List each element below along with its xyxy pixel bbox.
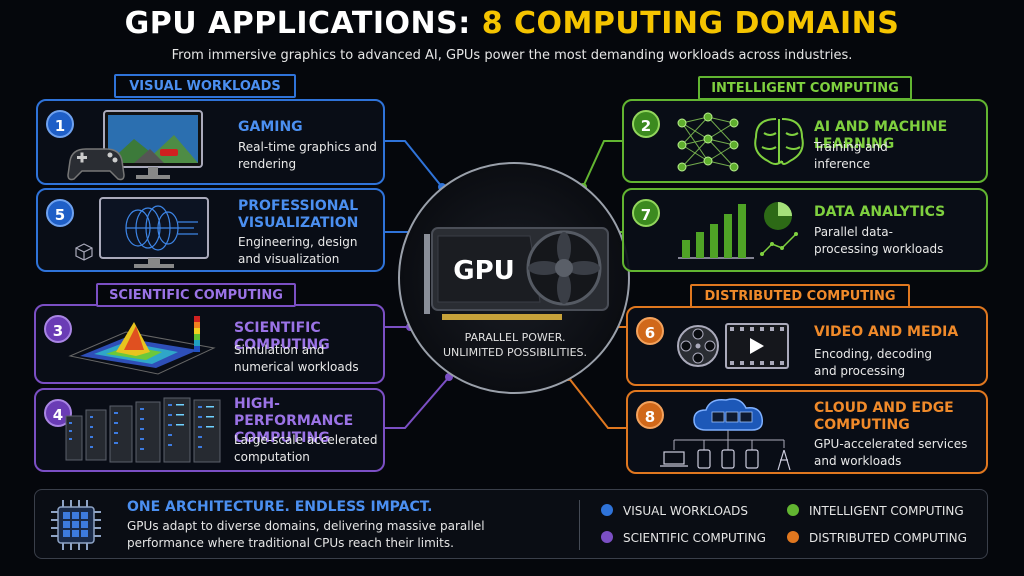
card-number: 8 <box>636 401 664 429</box>
card-number: 3 <box>44 315 72 343</box>
legend-label: VISUAL WORKLOADS <box>623 504 748 518</box>
summary-bar: ONE ARCHITECTURE. ENDLESS IMPACT. GPUs a… <box>34 489 988 559</box>
card-number: 7 <box>632 199 660 227</box>
legend-label: INTELLIGENT COMPUTING <box>809 504 964 518</box>
title-main: GPU APPLICATIONS: <box>124 6 482 41</box>
film-reel-icon <box>677 323 789 369</box>
simulation-plot-icon <box>68 316 216 375</box>
legend-label: DISTRIBUTED COMPUTING <box>809 531 967 545</box>
neural-network-icon <box>677 112 804 172</box>
card-number: 1 <box>46 110 74 138</box>
card-description: Simulation and numerical workloads <box>234 343 359 374</box>
card-description: GPU-accelerated services and workloads <box>814 437 968 468</box>
summary-divider <box>579 500 580 550</box>
card-scientific-computing: 3 SCIENTIFIC COMPUTING Simulation and nu… <box>34 304 385 384</box>
card-cloud-and-edge-computing: 8 CLOUD AND EDGE COMPUTING GPU-accelerat… <box>626 390 988 474</box>
legend-label: SCIENTIFIC COMPUTING <box>623 531 766 545</box>
card-description: Training and inference <box>814 140 888 171</box>
card-description: Real-time graphics and rendering <box>238 140 377 171</box>
card-gaming: 1 GAMING Real-time graphics and renderin… <box>36 99 385 185</box>
page-title: GPU APPLICATIONS: 8 COMPUTING DOMAINS <box>0 6 1024 41</box>
card-title: HIGH-PERFORMANCE COMPUTING <box>234 396 354 446</box>
section-scientific-computing: SCIENTIFIC COMPUTING <box>96 283 296 307</box>
legend-item-scientific: SCIENTIFIC COMPUTING <box>601 530 766 546</box>
gpu-label: GPU <box>453 256 515 286</box>
card-description: Parallel data-processing workloads <box>814 225 944 256</box>
card-description: Encoding, decoding and processing <box>814 347 933 378</box>
card-high-performance-computing: 4 HIGH-PERFORMANCE COMPUTING Large-scale… <box>34 388 385 472</box>
cloud-network-icon <box>660 398 791 471</box>
legend-dot <box>787 504 799 516</box>
title-accent: 8 COMPUTING DOMAINS <box>481 6 900 41</box>
chip-icon <box>51 500 101 550</box>
card-description: Large-scale accelerated computation <box>234 433 378 464</box>
section-distributed-computing: DISTRIBUTED COMPUTING <box>690 284 910 308</box>
card-title: AI AND MACHINE LEARNING <box>814 119 948 152</box>
card-title: DATA ANALYTICS <box>814 204 946 220</box>
legend-dot <box>787 531 799 543</box>
section-intelligent-computing: INTELLIGENT COMPUTING <box>698 76 912 100</box>
visualization-monitor-icon <box>75 197 209 268</box>
legend-dot <box>601 531 613 543</box>
gpu-card-icon: GPU <box>424 227 609 320</box>
section-visual-workloads: VISUAL WORKLOADS <box>114 74 296 98</box>
card-title: SCIENTIFIC COMPUTING <box>234 320 330 353</box>
card-title: VIDEO AND MEDIA <box>814 324 959 340</box>
card-title: GAMING <box>238 119 303 135</box>
card-number: 2 <box>632 110 660 138</box>
tagline-line-1: PARALLEL POWER. <box>464 331 566 344</box>
card-ai-machine-learning: 2 AI AND MACHINE LEARNING Training and i… <box>622 99 988 183</box>
card-number: 6 <box>636 317 664 345</box>
legend-item-visual: VISUAL WORKLOADS <box>601 503 748 519</box>
analytics-chart-icon <box>678 202 798 259</box>
legend-dot <box>601 504 613 516</box>
server-racks-icon <box>65 397 221 463</box>
legend-item-intelligent: INTELLIGENT COMPUTING <box>787 503 964 519</box>
connector-gaming <box>385 140 443 188</box>
card-number: 5 <box>46 199 74 227</box>
legend-item-distributed: DISTRIBUTED COMPUTING <box>787 530 967 546</box>
tagline-line-2: UNLIMITED POSSIBILITIES. <box>442 346 588 359</box>
summary-description: GPUs adapt to diverse domains, deliverin… <box>127 519 485 550</box>
summary-title: ONE ARCHITECTURE. ENDLESS IMPACT. <box>127 499 433 515</box>
card-description: Engineering, design and visualization <box>238 235 358 266</box>
card-number: 4 <box>44 399 72 427</box>
gaming-monitor-icon <box>67 110 203 181</box>
card-title: PROFESSIONAL VISUALIZATION <box>238 198 359 231</box>
connector-ai <box>582 140 622 188</box>
card-professional-visualization: 5 PROFESSIONAL VISUALIZATION Engineering… <box>36 188 385 272</box>
card-video-and-media: 6 VIDEO AND MEDIA Encoding, decoding and… <box>626 306 988 386</box>
center-tagline: PARALLEL POWER. UNLIMITED POSSIBILITIES. <box>420 330 610 360</box>
card-data-analytics: 7 DATA ANALYTICS Parallel data-processin… <box>622 188 988 272</box>
connector-cloud <box>567 376 626 429</box>
page-subtitle: From immersive graphics to advanced AI, … <box>171 48 853 63</box>
card-title: CLOUD AND EDGE COMPUTING <box>814 400 954 433</box>
connector-hpc <box>385 376 450 429</box>
